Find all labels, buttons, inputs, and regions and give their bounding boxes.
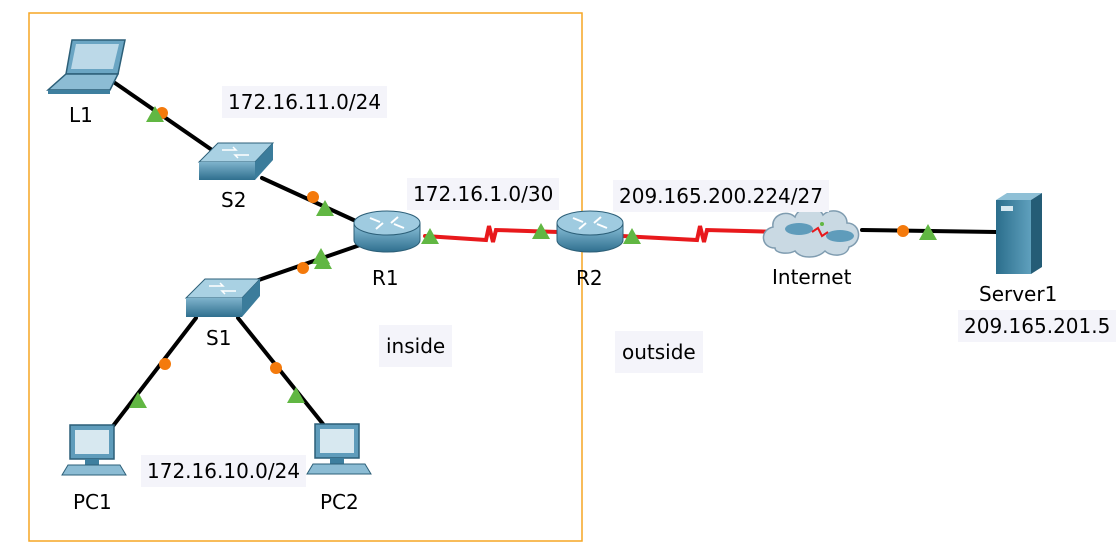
network-label-lan-s1: 172.16.10.0/24 xyxy=(141,455,307,487)
device-label-l1: L1 xyxy=(69,103,93,127)
network-label-r2-isp: 209.165.200.224/27 xyxy=(613,180,829,212)
port-indicators xyxy=(129,106,937,408)
server1-address: 209.165.201.5 xyxy=(958,310,1117,342)
link-r2-internet-serial[interactable] xyxy=(620,225,784,243)
device-label-server1: Server1 xyxy=(979,282,1058,306)
switch-icon[interactable] xyxy=(184,278,262,317)
port-triangle xyxy=(287,387,305,403)
link-s1-pc1[interactable] xyxy=(111,316,198,428)
port-triangle xyxy=(314,253,332,269)
server-icon[interactable] xyxy=(996,193,1042,274)
inside-boundary xyxy=(28,12,583,542)
zone-label-inside: inside xyxy=(379,325,453,367)
device-label-internet: Internet xyxy=(772,265,852,289)
port-triangle xyxy=(532,223,550,239)
device-label-r2: R2 xyxy=(576,266,603,290)
pc-icon[interactable] xyxy=(306,423,372,475)
port-triangle xyxy=(623,228,641,244)
port-dot xyxy=(159,358,171,370)
port-dot xyxy=(270,362,282,374)
zone-label-outside: outside xyxy=(615,331,703,373)
switch-icon[interactable] xyxy=(197,142,275,180)
port-triangle xyxy=(129,392,147,408)
network-label-lan-s2: 172.16.11.0/24 xyxy=(222,86,388,118)
device-label-s1: S1 xyxy=(206,326,232,350)
links xyxy=(111,81,998,428)
device-label-pc1: PC1 xyxy=(73,490,112,514)
router-icon[interactable] xyxy=(556,210,624,253)
device-label-pc2: PC2 xyxy=(320,490,359,514)
port-triangle xyxy=(146,106,164,122)
link-r1-r2-serial[interactable] xyxy=(423,225,560,243)
network-label-r1-r2: 172.16.1.0/30 xyxy=(407,178,560,210)
port-dot xyxy=(297,262,309,274)
router-icon[interactable] xyxy=(353,210,421,253)
port-triangle xyxy=(421,228,439,244)
device-label-s2: S2 xyxy=(221,188,247,212)
device-label-r1: R1 xyxy=(372,266,399,290)
port-triangle xyxy=(919,224,937,240)
pc-icon[interactable] xyxy=(61,424,127,476)
port-dot xyxy=(897,225,909,237)
cloud-icon[interactable] xyxy=(762,207,860,258)
laptop-icon[interactable] xyxy=(46,39,126,94)
port-dot xyxy=(307,191,319,203)
port-triangle xyxy=(316,200,334,216)
